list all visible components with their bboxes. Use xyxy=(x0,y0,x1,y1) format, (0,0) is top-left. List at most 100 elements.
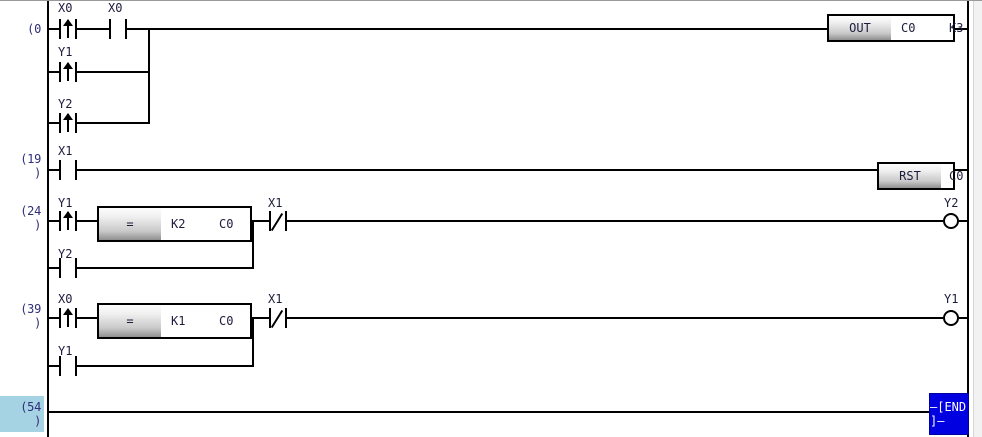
contact-y1-no-rung39[interactable] xyxy=(57,356,79,376)
instruction-box-compare-k1[interactable]: = K1 C0 xyxy=(97,303,252,339)
branch-connector-rung-0 xyxy=(148,28,150,124)
wire-rung54-seg1 xyxy=(47,411,929,413)
wire-rung0-seg1 xyxy=(47,28,59,30)
contact-y1-rising-edge-rung24[interactable] xyxy=(57,211,79,231)
wire-rung0-branch2-seg1 xyxy=(47,122,59,124)
rising-edge-stem xyxy=(67,212,69,230)
instruction-args-compare: K1 C0 xyxy=(161,305,250,337)
device-label-y1-rung24: Y1 xyxy=(58,196,73,210)
instruction-arg-c0: C0 xyxy=(219,314,234,328)
device-label-y1-branch-rung39: Y1 xyxy=(58,344,73,358)
branch-connector-rung-39 xyxy=(252,317,254,367)
wire-rung24-branch-seg1 xyxy=(47,267,59,269)
contact-x0-rising-edge-rung39[interactable] xyxy=(57,308,79,328)
branch-connector-rung-24 xyxy=(252,220,254,269)
wire-rung0-branch1-seg2 xyxy=(77,71,150,73)
window-top-border xyxy=(0,0,982,1)
instruction-opcode-equal: = xyxy=(99,208,161,240)
contact-y2-rising-edge[interactable] xyxy=(57,113,79,133)
device-label-x1-rung24: X1 xyxy=(268,196,283,210)
contact-y1-rising-edge[interactable] xyxy=(57,62,79,82)
right-power-rail xyxy=(967,1,969,437)
step-number-rung-19: (19 ) xyxy=(20,152,41,180)
contact-bar-right xyxy=(75,19,77,39)
contact-y2-no-rung24[interactable] xyxy=(57,258,79,278)
contact-bar-right xyxy=(75,160,77,180)
device-label-x1-rung19: X1 xyxy=(58,144,73,158)
rising-edge-stem xyxy=(67,20,69,38)
wire-rung24-seg4 xyxy=(287,220,943,222)
contact-bar-right xyxy=(75,308,77,328)
contact-bar-left xyxy=(59,160,61,180)
contact-bar-left xyxy=(59,356,61,376)
instruction-opcode-rst: RST xyxy=(879,164,941,188)
device-label-x0-a: X0 xyxy=(58,1,73,15)
contact-x0-no[interactable] xyxy=(107,19,129,39)
contact-x1-nc-rung39[interactable] xyxy=(267,308,289,329)
wire-rung19-seg3 xyxy=(955,169,969,171)
contact-bar-left xyxy=(59,19,61,39)
device-label-y1-coil: Y1 xyxy=(944,292,959,306)
end-instruction-block[interactable]: —[END ]— xyxy=(929,393,969,435)
contact-bar-right xyxy=(75,211,77,231)
contact-bar-left xyxy=(269,211,271,231)
device-label-y2-branch-rung24: Y2 xyxy=(58,247,73,261)
wire-rung39-seg2 xyxy=(77,317,99,319)
wire-rung39-seg4 xyxy=(287,317,943,319)
device-label-x0-b: X0 xyxy=(108,1,123,15)
right-scroll-gutter[interactable] xyxy=(973,1,982,437)
wire-rung24-seg1 xyxy=(47,220,59,222)
contact-bar-right xyxy=(75,258,77,278)
contact-bar-left xyxy=(59,258,61,278)
instruction-args-out: C0 K3 xyxy=(891,16,963,40)
contact-x0-rising-edge[interactable] xyxy=(57,19,79,39)
contact-bar-right xyxy=(75,113,77,133)
instruction-box-rst[interactable]: RST C0 xyxy=(877,162,963,190)
coil-y1[interactable] xyxy=(943,310,959,326)
device-label-y1-branch: Y1 xyxy=(58,45,73,59)
left-power-rail xyxy=(47,1,49,437)
contact-x1-nc-rung24[interactable] xyxy=(267,211,289,232)
contact-bar-left xyxy=(59,62,61,82)
instruction-args-rst: C0 xyxy=(941,164,963,188)
wire-rung0-branch1-seg1 xyxy=(47,71,59,73)
wire-rung19-seg2 xyxy=(77,169,878,171)
contact-bar-left xyxy=(59,308,61,328)
rising-edge-stem xyxy=(67,309,69,327)
wire-rung24-seg2 xyxy=(77,220,99,222)
step-number-rung-54[interactable]: (54 ) xyxy=(0,396,44,432)
instruction-arg-k1: K1 xyxy=(171,314,186,328)
contact-bar-right xyxy=(285,211,287,231)
contact-bar-left xyxy=(59,113,61,133)
instruction-arg-c0: C0 xyxy=(949,169,964,183)
instruction-arg-k2: K2 xyxy=(171,217,186,231)
rising-edge-stem xyxy=(67,114,69,132)
device-label-y2-coil: Y2 xyxy=(944,196,959,210)
contact-x1-no[interactable] xyxy=(57,160,79,180)
instruction-opcode-out: OUT xyxy=(829,16,891,40)
wire-rung24-branch-seg2 xyxy=(77,267,254,269)
contact-bar-left xyxy=(109,19,111,39)
wire-rung0-seg3 xyxy=(127,28,827,30)
instruction-box-compare-k2[interactable]: = K2 C0 xyxy=(97,206,252,242)
wire-rung39-branch-seg1 xyxy=(47,365,59,367)
device-label-x1-rung39: X1 xyxy=(268,292,283,306)
contact-bar-left xyxy=(59,211,61,231)
contact-bar-right xyxy=(75,356,77,376)
wire-rung19-seg1 xyxy=(47,169,59,171)
step-number-rung-0: (0 xyxy=(27,22,41,36)
rising-edge-stem xyxy=(67,63,69,81)
instruction-arg-c0: C0 xyxy=(901,21,916,35)
contact-bar-right xyxy=(125,19,127,39)
coil-y2[interactable] xyxy=(943,213,959,229)
wire-rung0-branch2-seg2 xyxy=(77,122,150,124)
wire-rung39-seg1 xyxy=(47,317,59,319)
end-instruction-label: —[END ]— xyxy=(930,400,967,428)
wire-rung0-seg2 xyxy=(77,28,109,30)
device-label-x0-rung39: X0 xyxy=(58,292,73,306)
instruction-arg-c0: C0 xyxy=(219,217,234,231)
contact-bar-right xyxy=(285,308,287,328)
instruction-box-out[interactable]: OUT C0 K3 xyxy=(827,14,963,42)
step-number-rung-24: (24 ) xyxy=(20,204,41,232)
